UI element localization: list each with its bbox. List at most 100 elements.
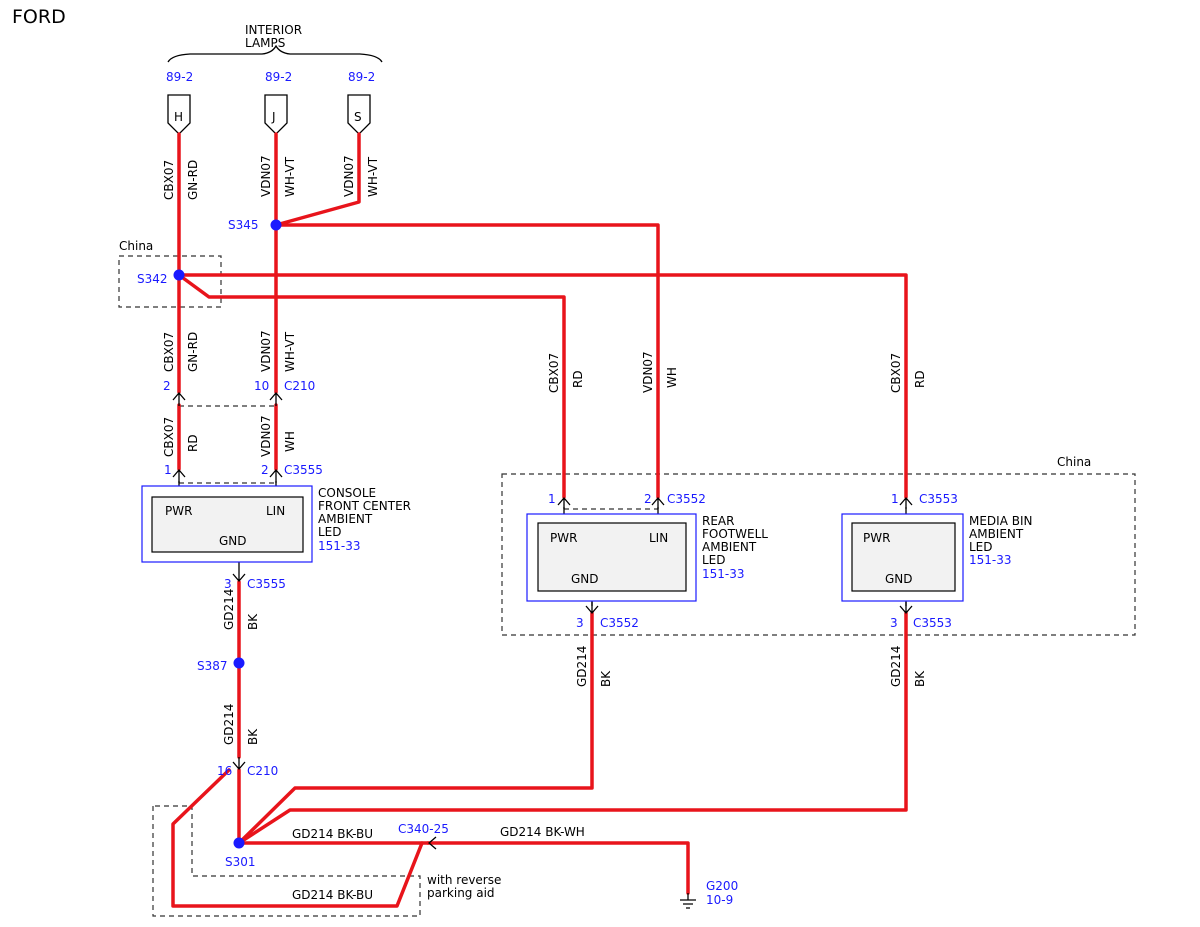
wire-label-gd214-bk-bu-lower: GD214 BK-BU [292,888,373,902]
c3555-pin1-number: 1 [164,463,172,477]
wire-color-bk-upper: BK [246,613,260,630]
c3553-label-top: C3553 [919,492,958,506]
wire-color-bk-media: BK [913,670,927,687]
splice-s301-label: S301 [225,855,256,869]
rear-footwell-pwr-label: PWR [550,531,577,545]
lamp-connector-h [167,94,191,135]
wire-label-gd214-media: GD214 [889,646,903,687]
wire-vdn07-s-to-s345 [274,132,361,227]
lamp-pin-s: S [354,110,362,124]
c3552-label-top: C3552 [667,492,706,506]
brand-label: FORD [12,6,66,28]
console-pwr-label: PWR [165,504,192,518]
wire-cbx07-to-media-bin [177,273,908,499]
wire-color-rd-low: RD [186,434,200,452]
wire-color-wh-vt-s: WH-VT [366,156,380,197]
c210-pin10-number: 10 [254,379,269,393]
rear-footwell-ref: 151-33 [702,567,745,581]
rear-footwell-gnd-label: GND [571,572,599,586]
media-bin-name-line3: LED [969,540,993,554]
c3553-label-bottom: C3553 [913,616,952,630]
wire-label-vdn07-s: VDN07 [342,155,356,197]
rear-footwell-lin-label: LIN [649,531,668,545]
china-label-s342: China [119,239,153,253]
media-bin-name-line2: AMBIENT [969,527,1024,541]
wire-color-bk-lower: BK [246,728,260,745]
c3552-label-bottom: C3552 [600,616,639,630]
c340-connector-icon [428,836,437,850]
c210-pin2-connector-icon [172,392,186,406]
wire-cbx07-to-rear-pwr [177,273,566,499]
wire-vdn07-to-rear-lin [274,223,660,499]
wire-color-gn-rd-top: GN-RD [186,160,200,200]
rear-footwell-module-body [537,522,687,592]
splice-s345-dot [270,219,282,231]
rear-footwell-name-line1: REAR [702,514,734,528]
splice-s387-label: S387 [197,659,228,673]
c210-pin2-number: 2 [163,379,171,393]
wire-color-wh-vt-mid: WH-VT [283,331,297,372]
wire-gd214-rear-to-s301 [237,611,594,845]
console-ref: 151-33 [318,539,361,553]
wire-label-gd214-bk-wh: GD214 BK-WH [500,825,585,839]
console-lin-label: LIN [266,504,285,518]
c3555-pin1-connector-icon [172,469,186,483]
c3555-pin3-connector-icon [232,570,246,582]
splice-s345-label: S345 [228,218,259,232]
wire-gd214-media-to-s301 [237,611,908,845]
c3552-pin3-connector-icon [585,602,599,614]
wire-label-gd214-rear: GD214 [575,646,589,687]
c3552-pin2-number: 2 [644,492,652,506]
splice-s342-label: S342 [137,272,168,286]
console-name-line4: LED [318,525,342,539]
lamp-pin-j: J [271,110,276,124]
c3555-pin3-number: 3 [224,577,232,591]
c3555-pin2-connector-icon [269,469,283,483]
wire-color-rd-media: RD [913,370,927,388]
wire-label-cbx07-rear: CBX07 [547,353,561,393]
c340-label: C340-25 [398,822,449,836]
c3552-pin2-connector-icon [651,497,665,509]
wire-label-cbx07-media: CBX07 [889,353,903,393]
c3555-label-bottom: C3555 [247,577,286,591]
media-bin-pwr-label: PWR [863,531,890,545]
media-bin-gnd-label: GND [885,572,913,586]
console-module-body [151,496,304,553]
option-note-line1: with reverse [427,873,501,887]
china-region-s342 [118,255,222,308]
console-name-line3: AMBIENT [318,512,373,526]
wire-color-bk-rear: BK [599,670,613,687]
wire-label-vdn07-low: VDN07 [259,415,273,457]
lamp-ref-s: 89-2 [348,70,375,84]
wire-label-cbx07-low: CBX07 [162,417,176,457]
ground-icon [680,893,696,909]
console-name-line1: CONSOLE [318,486,376,500]
wire-label-gd214-upper: GD214 [222,589,236,630]
wire-gd214-parking-aid-loop [171,768,424,908]
reverse-parking-aid-region [152,805,421,917]
console-gnd-label: GND [219,534,247,548]
c3552-pin3-number: 3 [576,616,584,630]
lamp-pin-h: H [174,110,183,124]
rear-footwell-name-line3: AMBIENT [702,540,757,554]
option-note-line2: parking aid [427,886,495,900]
c210-label-bottom: C210 [247,764,278,778]
c3553-pin1-number: 1 [891,492,899,506]
media-bin-module-body [851,522,956,592]
c3552-pin1-number: 1 [548,492,556,506]
wire-color-rd-rear: RD [571,370,585,388]
interior-lamps-brace [167,44,383,63]
ground-ref: 10-9 [706,893,733,907]
lamp-connector-s [347,94,371,135]
wire-label-gd214-bk-bu-upper: GD214 BK-BU [292,827,373,841]
c3555-label-top: C3555 [284,463,323,477]
c210-pin16-number: 16 [217,764,232,778]
media-bin-ref: 151-33 [969,553,1012,567]
rear-footwell-name-line2: FOOTWELL [702,527,768,541]
ground-name: G200 [706,879,738,893]
c210-pin16-connector-icon [232,757,246,770]
c210-label-top: C210 [284,379,315,393]
wire-label-cbx07-mid: CBX07 [162,332,176,372]
wire-color-wh-rear: WH [665,367,679,388]
